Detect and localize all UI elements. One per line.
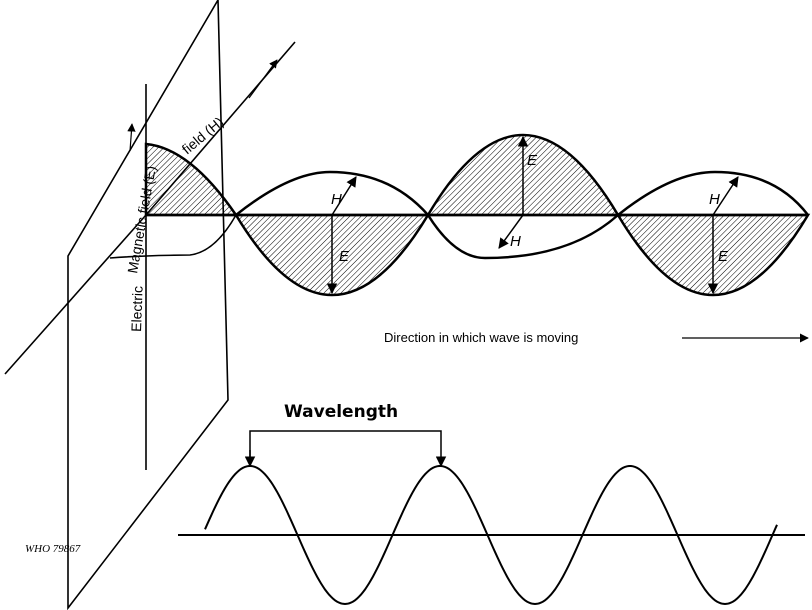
- vertical-plane: [67, 0, 229, 610]
- h-field-lobe-3: [617, 170, 809, 216]
- h-label-2: H: [510, 233, 521, 250]
- sine-wave: [204, 465, 778, 606]
- h-field-lobe-0: [109, 214, 237, 259]
- e-label-1: E: [339, 248, 350, 265]
- h-arrow-2: [498, 214, 524, 249]
- h-arrow-3: [712, 176, 739, 216]
- electric-label: Electric: [128, 286, 146, 332]
- h-field-lobe-1: [235, 170, 429, 216]
- plane-diagonal-lower: [4, 214, 147, 375]
- h-label-1: H: [331, 191, 342, 208]
- magnetic-field-arrow: [127, 123, 136, 152]
- field-h-arrow: [248, 59, 278, 99]
- magnetic-field-label: Magnetic field (E): [124, 164, 159, 274]
- wavelength-bracket: [249, 430, 447, 468]
- h-arrow-1: [331, 176, 357, 216]
- h-field-lobe-2: [426, 214, 619, 260]
- e-label-3: E: [718, 248, 729, 265]
- field-h-label: field (H): [179, 114, 227, 158]
- wavelength-label: Wavelength: [284, 402, 398, 422]
- e-label-2: E: [527, 152, 538, 169]
- who-code: WHO 79867: [25, 543, 81, 555]
- h-label-3: H: [709, 191, 720, 208]
- direction-label: Direction in which wave is moving: [384, 330, 578, 345]
